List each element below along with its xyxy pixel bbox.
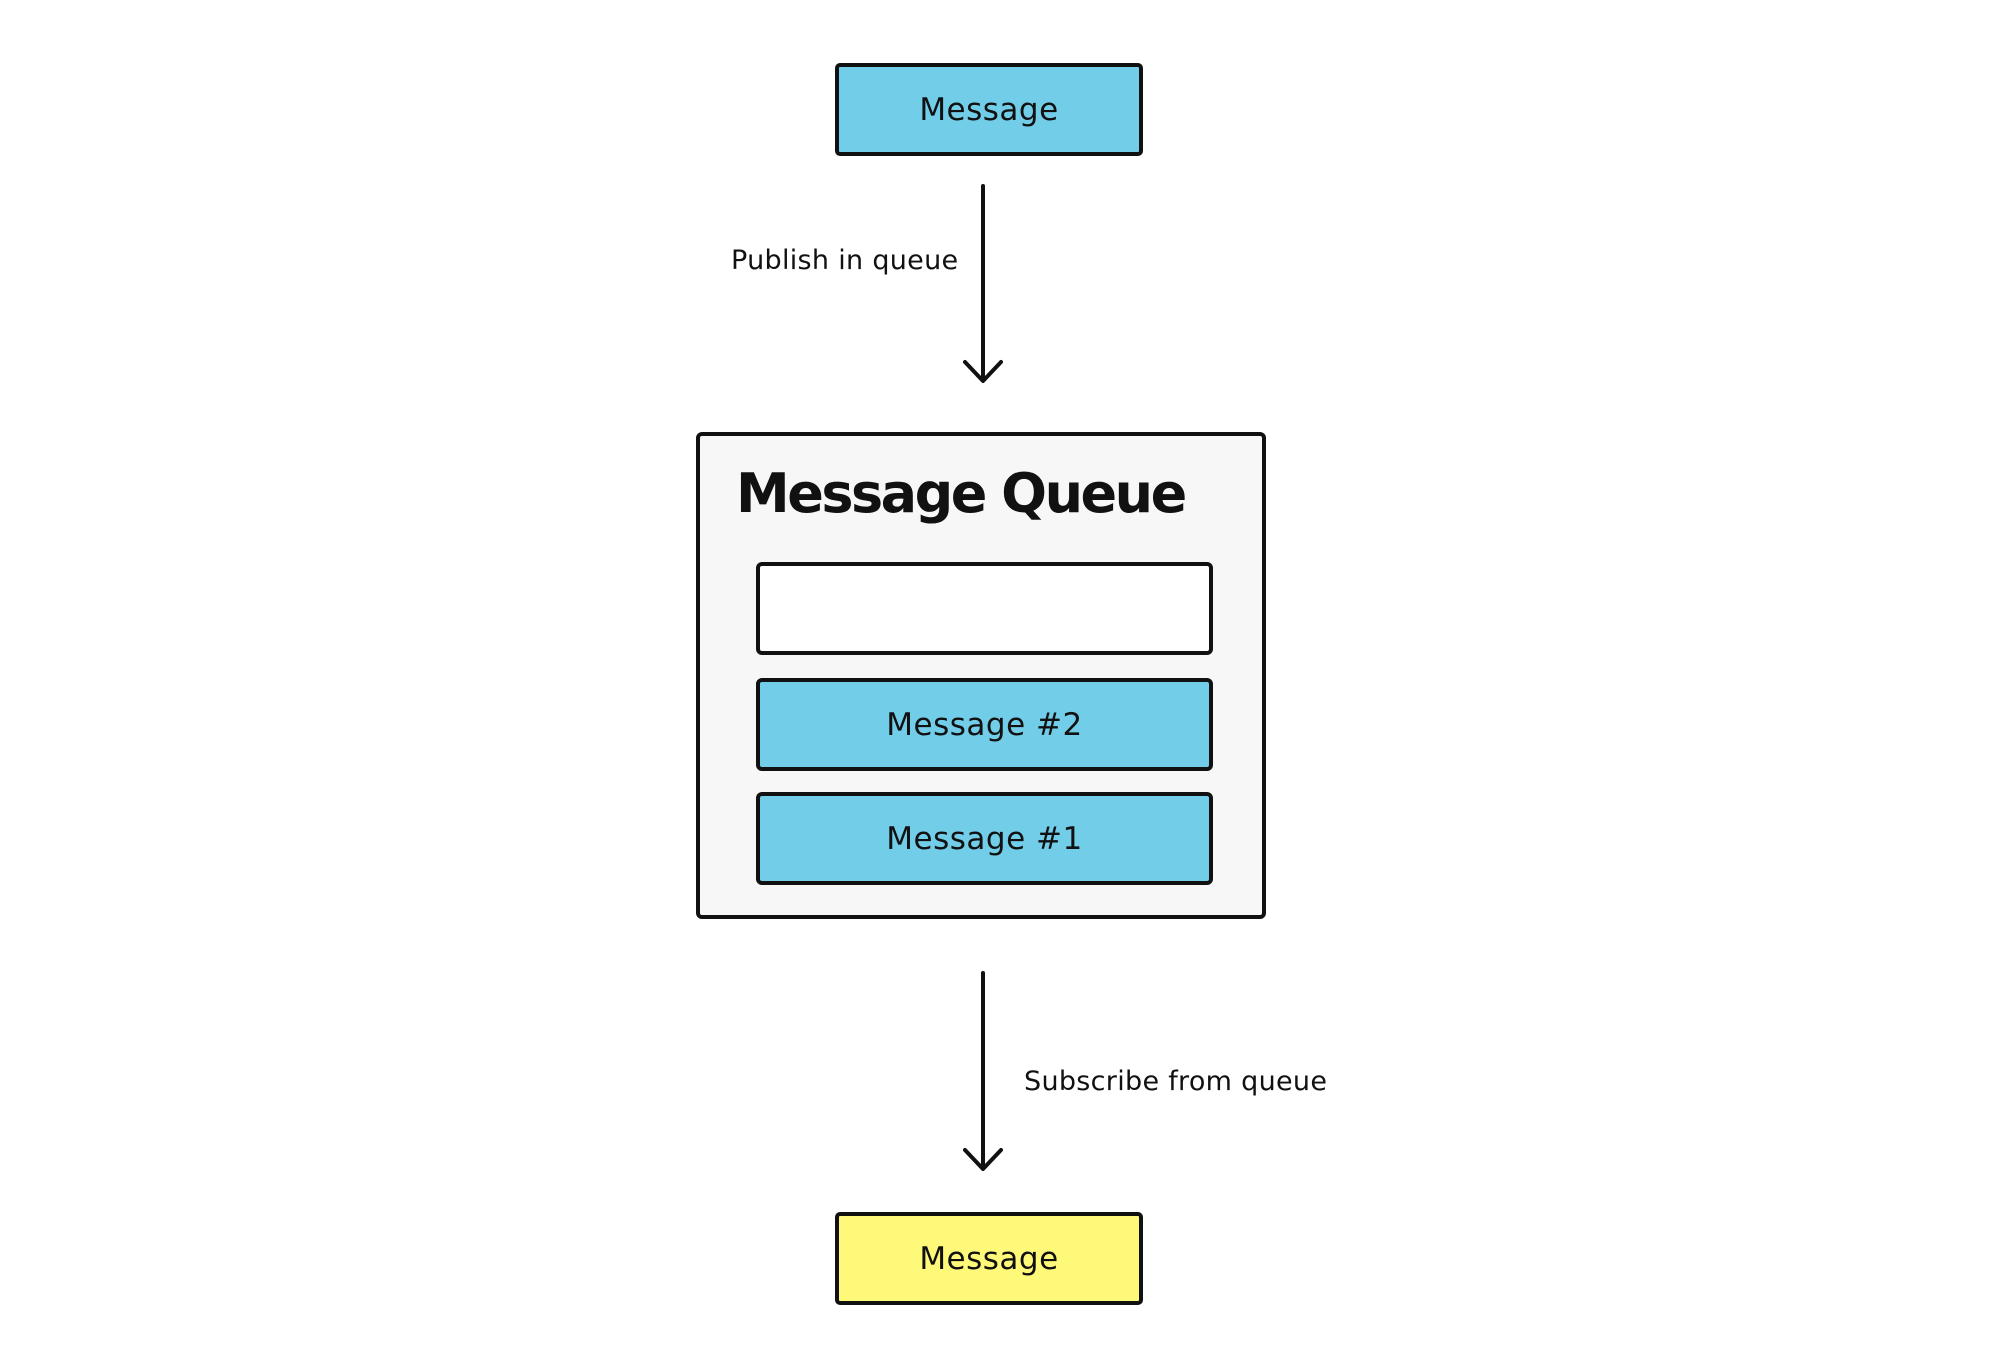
subscribe-arrow (963, 971, 1003, 1171)
subscribe-edge-label: Subscribe from queue (1024, 1066, 1328, 1097)
queue-title: Message Queue (736, 462, 1187, 525)
message-queue-container: Message Queue Message #2 Message #1 (696, 432, 1266, 919)
publish-arrow (963, 184, 1003, 383)
queue-slot-message-2: Message #2 (756, 678, 1213, 771)
producer-message-label: Message (919, 91, 1059, 128)
producer-message-box: Message (835, 63, 1143, 156)
queue-slot-label: Message #2 (886, 706, 1083, 743)
publish-edge-label: Publish in queue (731, 245, 959, 276)
queue-slot-message-1: Message #1 (756, 792, 1213, 885)
queue-slot-empty (756, 562, 1213, 655)
consumer-message-box: Message (835, 1212, 1143, 1305)
consumer-message-label: Message (919, 1240, 1059, 1277)
queue-slot-label: Message #1 (886, 820, 1083, 857)
